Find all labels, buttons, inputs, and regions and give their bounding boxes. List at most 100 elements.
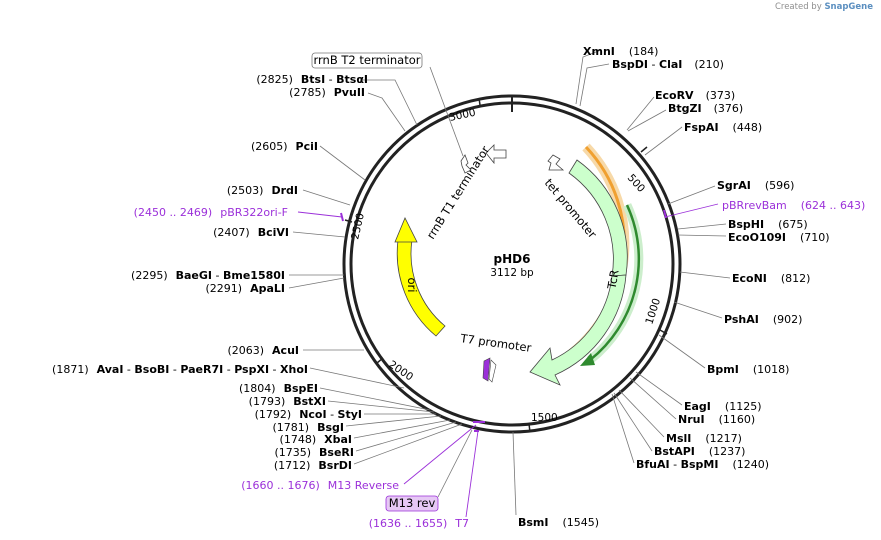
snapgene-logo: SnapGene [824,2,873,12]
svg-text:(2407)BciVI: (2407)BciVI [213,226,289,239]
svg-text:(1660 .. 1676)M13 Reverse: (1660 .. 1676)M13 Reverse [241,479,399,492]
tick-label-1500: 1500 [531,412,558,424]
svg-text:(1636 .. 1655)T7: (1636 .. 1655)T7 [369,517,469,530]
svg-text:XmnI(184): XmnI(184) [583,45,658,58]
leader-bstapi [613,392,653,452]
tet-promoter-arrow[interactable] [547,154,565,171]
site-nrui[interactable]: NruI(1160) [678,413,755,426]
leader-bcivi [292,231,346,238]
primer-pbr322ori-f[interactable]: (2450 .. 2469)pBR322ori-F [134,206,288,219]
svg-text:pBRrevBam(624 .. 643): pBRrevBam(624 .. 643) [722,199,865,212]
site-bspei[interactable]: (1804)BspEI [239,382,318,395]
site-bsmi[interactable]: BsmI(1545) [518,516,599,529]
ori-feature-arrowhead[interactable] [394,217,418,243]
leader-eagi [635,371,683,406]
tcr-orf-arc[interactable] [589,204,641,361]
svg-text:NruI(1160): NruI(1160) [678,413,755,426]
tcr-feature-arrow[interactable] [529,274,627,386]
site-sgrai[interactable]: SgrAI(596) [717,179,794,192]
tick-1500-mark [528,423,531,433]
rrnb-t1-terminator-arrow[interactable] [485,144,507,165]
svg-text:BpmI(1018): BpmI(1018) [707,363,789,376]
site-baegi-bme1580i[interactable]: (2295)BaeGI - Bme1580I [131,269,285,282]
tick-label-3000: 3000 [448,107,477,124]
primer-m13-reverse[interactable]: (1660 .. 1676)M13 Reverse [241,479,399,492]
svg-text:(1871)AvaI - BsoBI - PaeR7I -: (1871)AvaI - BsoBI - PaeR7I - PspXI - Xh… [52,363,308,376]
leader-fspai [644,126,683,156]
leader-bpmi [658,334,706,369]
svg-text:BstAPI(1237): BstAPI(1237) [654,445,745,458]
leader-pcii [319,145,366,181]
site-fspai[interactable]: FspAI(448) [684,121,762,134]
leader-bspdi [579,63,610,107]
rrnb-t2-label: rrnB T2 terminator [314,53,421,67]
ori-feature-body[interactable] [396,239,446,337]
svg-text:(2503)DrdI: (2503)DrdI [227,184,298,197]
site-msli[interactable]: MslI(1217) [666,432,742,445]
leader-btsi [360,79,418,126]
svg-text:BtgZI(376): BtgZI(376) [668,102,743,115]
site-bcivi[interactable]: (2407)BciVI [213,226,289,239]
site-pvuii[interactable]: (2785)PvuII [289,86,365,99]
leader-bsphi [677,223,727,230]
leader-sgrai [667,185,716,205]
leader-pshai [673,301,723,319]
leader-bstxi [327,400,435,413]
leader-drdi [302,189,351,206]
svg-text:EcoNI(812): EcoNI(812) [732,272,810,285]
svg-text:BfuAI - BspMI(1240): BfuAI - BspMI(1240) [636,458,769,471]
leader-bspei [319,387,431,411]
leader-bsrdi [353,423,463,465]
leader-bseri [355,421,457,452]
t7-promoter-arrow[interactable] [482,357,491,382]
site-ecoo109i[interactable]: EcoO109I(710) [728,231,830,244]
primer-pbrrevbam[interactable]: pBRrevBam(624 .. 643) [722,199,865,212]
site-econi[interactable]: EcoNI(812) [732,272,810,285]
m13-rev-leader [437,429,473,498]
leader-bsmi [512,431,517,516]
site-btsi-btsai[interactable]: (2825)BtsI - BtsαI [256,73,368,86]
svg-text:PshAI(902): PshAI(902) [724,313,802,326]
pbrrevbam-leader [664,203,719,218]
site-bsphi[interactable]: BspHI(675) [728,218,808,231]
primer-t7[interactable]: (1636 .. 1655)T7 [369,517,469,530]
site-bseri[interactable]: (1735)BseRI [274,446,354,459]
svg-text:(1735)BseRI: (1735)BseRI [274,446,354,459]
svg-text:(2295)BaeGI - Bme1580I: (2295)BaeGI - Bme1580I [131,269,285,282]
t7-promoter-outline [488,359,497,383]
site-bsgi[interactable]: (1781)BsgI [273,421,344,434]
leader-econi [679,271,731,279]
site-bsrdi[interactable]: (1712)BsrDI [274,459,352,472]
site-ncoi-styi[interactable]: (1792)NcoI - StyI [255,408,362,421]
site-xmni[interactable]: XmnI(184) [583,45,658,58]
leader-nrui [629,377,677,420]
leader-btgzi [627,109,667,132]
site-apali[interactable]: (2291)ApaLI [206,282,286,295]
site-bspdi-clai[interactable]: BspDI - ClaI(210) [612,58,724,71]
site-bpmi[interactable]: BpmI(1018) [707,363,789,376]
tick-label-1000: 1000 [643,297,663,326]
svg-text:BspHI(675): BspHI(675) [728,218,808,231]
svg-text:EcoRV(373): EcoRV(373) [655,89,735,102]
svg-text:(1712)BsrDI: (1712)BsrDI [274,459,352,472]
site-ecorv[interactable]: EcoRV(373) [655,89,735,102]
site-bfuai-bspmi[interactable]: BfuAI - BspMI(1240) [636,458,769,471]
site-btgzi[interactable]: BtgZI(376) [668,102,743,115]
site-drdi[interactable]: (2503)DrdI [227,184,298,197]
site-bstapi[interactable]: BstAPI(1237) [654,445,745,458]
svg-text:BspDI - ClaI(210): BspDI - ClaI(210) [612,58,724,71]
site-pshai[interactable]: PshAI(902) [724,313,802,326]
site-bstxi[interactable]: (1793)BstXI [249,395,326,408]
svg-text:FspAI(448): FspAI(448) [684,121,762,134]
site-acui[interactable]: (2063)AcuI [227,344,299,357]
site-xbai[interactable]: (1748)XbaI [280,433,352,446]
site-multi-avai[interactable]: (1871)AvaI - BsoBI - PaeR7I - PspXI - Xh… [52,363,308,376]
rrnb-t2-label-box [311,52,423,69]
rrnb-t2-terminator-arrow[interactable] [460,154,472,174]
ori-label: ori [405,278,419,293]
m13-rev-label-box [385,495,439,512]
tick-2000-mark [376,357,384,364]
site-pcii[interactable]: (2605)PciI [251,140,318,153]
tick-3000-mark [478,97,481,106]
site-eagi[interactable]: EagI(1125) [684,400,761,413]
